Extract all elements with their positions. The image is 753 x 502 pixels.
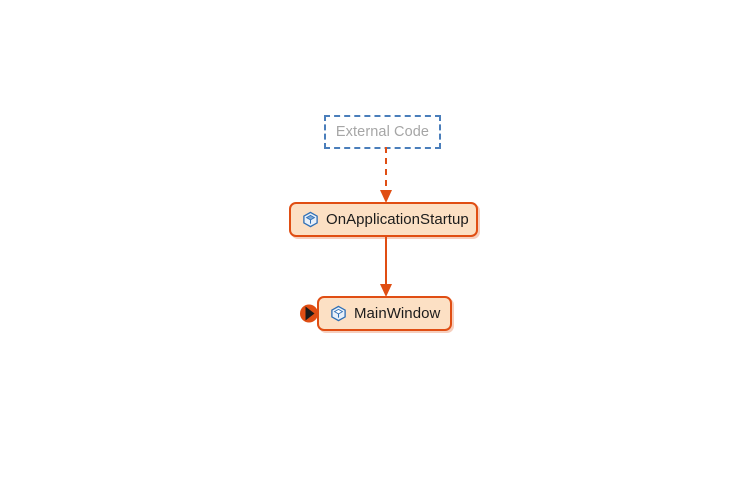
node-main-window[interactable]: MainWindow (317, 296, 452, 331)
current-statement-marker-icon[interactable] (299, 303, 319, 324)
edge-external-code-to-on-application-startup[interactable] (370, 147, 402, 205)
arrowhead-icon (380, 284, 392, 297)
edge-on-application-startup-to-main-window[interactable] (370, 235, 402, 299)
node-on-application-startup[interactable]: OnApplicationStartup (289, 202, 478, 237)
node-external-code[interactable]: External Code (324, 115, 441, 149)
node-main-window-label: MainWindow (354, 305, 441, 322)
hexagon-method-icon (303, 211, 318, 228)
hexagon-method-icon (331, 305, 346, 322)
node-external-code-label: External Code (335, 124, 430, 140)
node-on-application-startup-label: OnApplicationStartup (326, 211, 469, 228)
arrowhead-icon (380, 190, 392, 203)
